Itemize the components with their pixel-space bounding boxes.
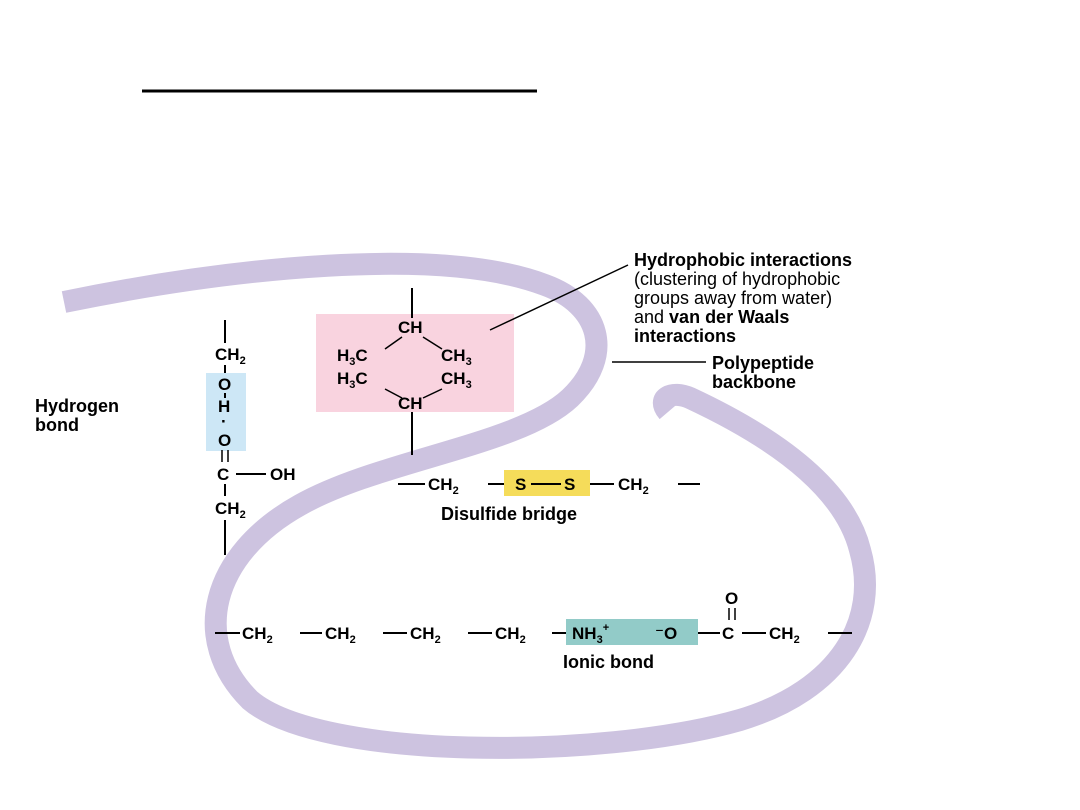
hydro-bottom-ch: CH bbox=[398, 394, 423, 413]
ionic-bond-label: Ionic bond bbox=[563, 652, 654, 672]
ionic-ch2-4: CH2 bbox=[495, 624, 526, 646]
ionic-c: C bbox=[722, 624, 734, 643]
hbond-o-bottom: O bbox=[218, 431, 231, 450]
hydro-ch3-lower: CH3 bbox=[441, 369, 472, 391]
hydrogen-bond-box bbox=[206, 373, 246, 451]
ionic-ch2-3: CH2 bbox=[410, 624, 441, 646]
ionic-o-minus: ⁻O bbox=[655, 624, 677, 643]
hydro-bond-lr bbox=[422, 388, 443, 399]
hydro-bond-ll bbox=[384, 388, 403, 399]
disulfide-ch2-left: CH2 bbox=[428, 475, 459, 497]
ionic-ch2-1: CH2 bbox=[242, 624, 273, 646]
ionic-o-carbonyl: O bbox=[725, 589, 738, 608]
hydrophobic-cluster-box bbox=[316, 314, 514, 412]
hydro-h3c-upper: H3C bbox=[337, 346, 368, 368]
disulfide-s-left: S bbox=[515, 475, 526, 494]
hbond-o-top: O bbox=[218, 375, 231, 394]
hbond-h: H bbox=[218, 397, 230, 416]
hbond-oh: OH bbox=[270, 465, 296, 484]
hydrogen-bond-label: Hydrogen bond bbox=[35, 396, 124, 435]
hbond-dots: · bbox=[221, 412, 227, 431]
polypeptide-backbone bbox=[61, 252, 876, 759]
hbond-ch2-bottom: CH2 bbox=[215, 499, 246, 521]
ionic-ch2-2: CH2 bbox=[325, 624, 356, 646]
backbone-label: Polypeptide backbone bbox=[712, 353, 819, 392]
hydro-h3c-lower: H3C bbox=[337, 369, 368, 391]
disulfide-ch2-right: CH2 bbox=[618, 475, 649, 497]
hydrophobic-label: Hydrophobic interactions (clustering of … bbox=[634, 250, 857, 346]
ionic-bond-box bbox=[566, 619, 698, 645]
disulfide-s-right: S bbox=[564, 475, 575, 494]
ionic-nh3: NH3+ bbox=[572, 622, 609, 646]
hbond-c: C bbox=[217, 465, 229, 484]
hydro-bond-ul bbox=[384, 336, 403, 350]
ionic-ch2-end: CH2 bbox=[769, 624, 800, 646]
hbond-ch2-top: CH2 bbox=[215, 345, 246, 367]
hydrophobic-leader-line bbox=[489, 264, 629, 331]
hydro-top-ch: CH bbox=[398, 318, 423, 337]
disulfide-bridge-label: Disulfide bridge bbox=[441, 504, 577, 524]
hydro-bond-ur bbox=[422, 336, 443, 350]
hydro-ch3-upper: CH3 bbox=[441, 346, 472, 368]
